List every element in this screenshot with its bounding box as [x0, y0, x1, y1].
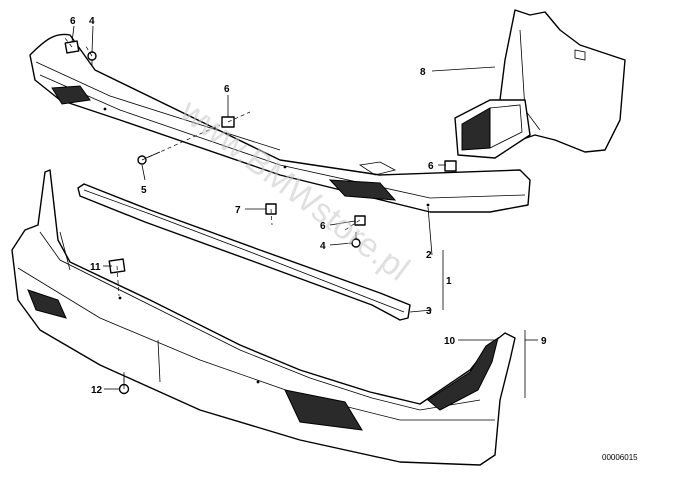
callout-1: 1	[446, 276, 452, 287]
callout-2: 2	[426, 250, 432, 261]
screw-4-right	[351, 232, 361, 248]
diagram-reference-number: 00006015	[602, 453, 638, 462]
upper-bumper-bar	[29, 33, 531, 213]
callout-6-center: 6	[224, 84, 230, 95]
clip-6-duct	[444, 160, 457, 172]
callout-5: 5	[141, 185, 147, 196]
callout-8: 8	[420, 67, 426, 78]
callout-12: 12	[91, 385, 103, 396]
lower-spoiler	[11, 169, 516, 466]
callout-6-duct: 6	[428, 161, 434, 172]
callout-11: 11	[90, 262, 101, 273]
screw-5	[137, 151, 161, 165]
callout-10: 10	[444, 336, 456, 347]
air-duct-bracket	[454, 9, 626, 159]
callout-3: 3	[426, 306, 432, 317]
leader-lines	[71, 25, 538, 398]
callout-4-right: 4	[320, 241, 326, 252]
assembly-lines	[64, 37, 361, 389]
callout-9: 9	[541, 336, 547, 347]
moulding-strip	[77, 183, 411, 321]
callout-4-top: 4	[89, 16, 95, 27]
callout-6-top: 6	[70, 16, 76, 27]
callout-6-right: 6	[320, 221, 326, 232]
callout-labels: 6 4 8 6 5 6 7 6 4 2 1 3 11 10 9 12	[70, 16, 547, 396]
clip-6-right	[354, 215, 366, 226]
callout-7: 7	[235, 205, 241, 216]
